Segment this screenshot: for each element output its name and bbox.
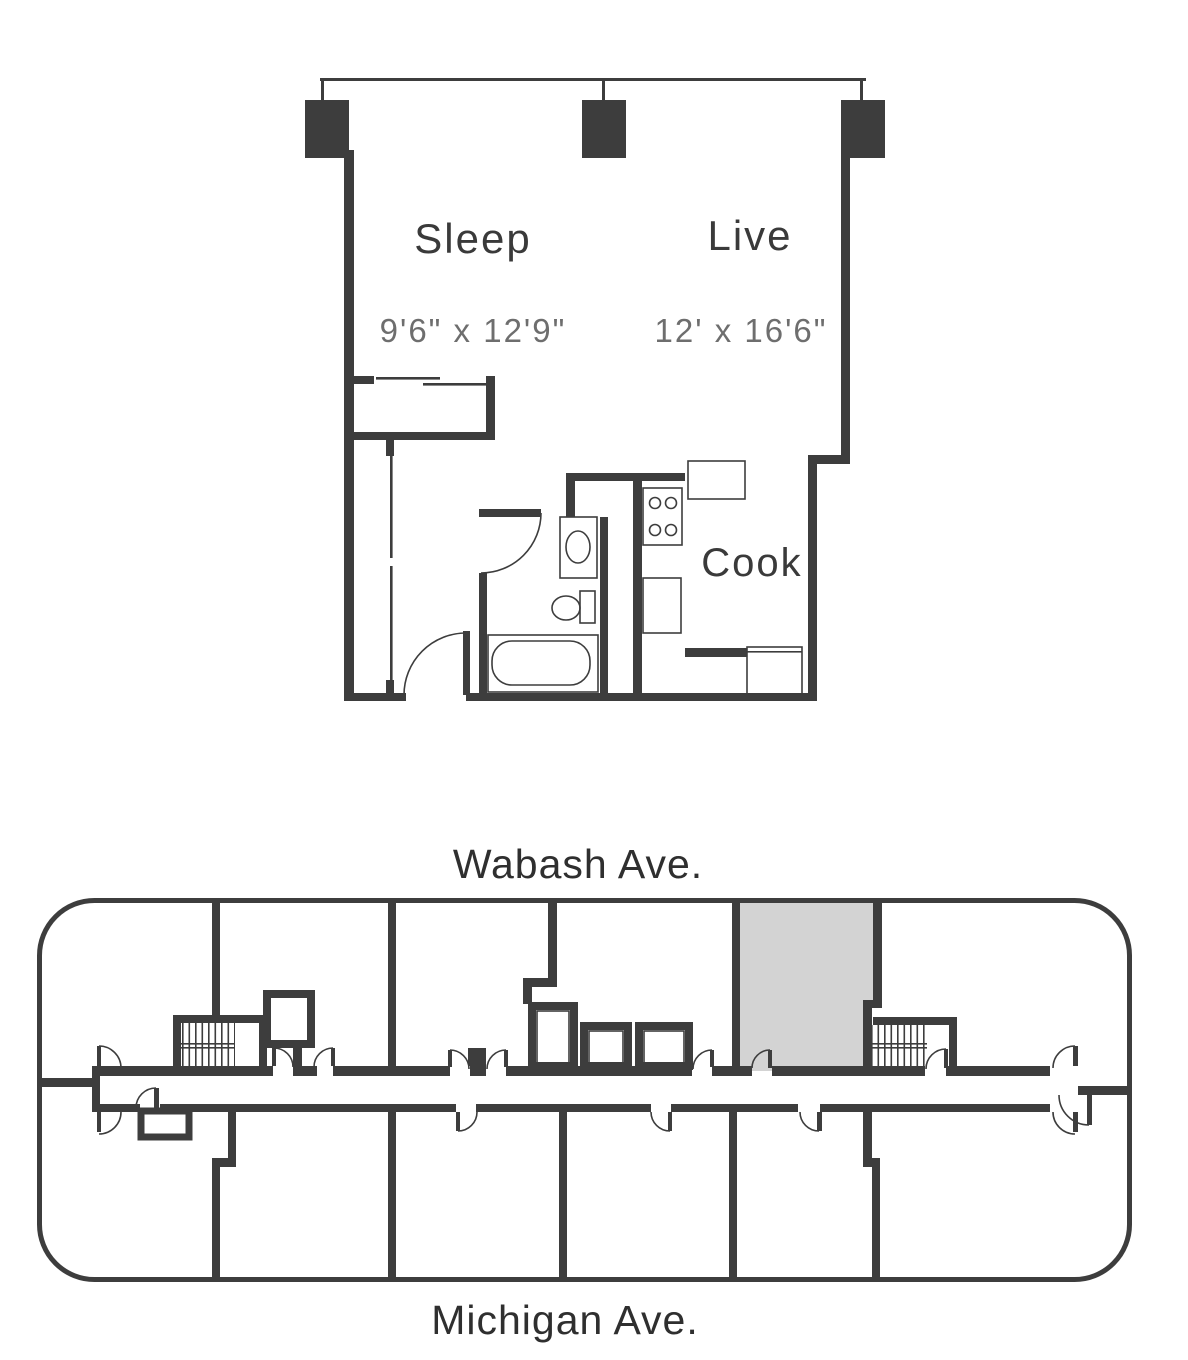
door-swing <box>1052 1045 1076 1069</box>
window-wall-line <box>320 78 866 81</box>
highlighted-unit-left-wall <box>732 903 740 1076</box>
door-swing <box>650 1111 671 1132</box>
elevator-shaft <box>528 1002 578 1070</box>
stove <box>642 487 683 546</box>
michigan-ave-label: Michigan Ave. <box>431 1297 699 1343</box>
elevator-shaft <box>580 1022 632 1070</box>
unit-divider <box>212 903 220 1016</box>
building-outline <box>37 898 1132 1282</box>
mech-room <box>263 990 315 1048</box>
highlighted-unit <box>740 903 873 1071</box>
unit-divider <box>863 1112 872 1164</box>
live-label: Live <box>707 212 792 259</box>
entry-door-swing <box>403 632 467 696</box>
vanity <box>559 516 598 579</box>
door-swing <box>925 1048 947 1070</box>
column <box>305 100 349 158</box>
wabash-ave-label: Wabash Ave. <box>453 841 703 887</box>
cook-label: Cook <box>701 541 802 585</box>
door-swing <box>799 1111 820 1132</box>
unit-divider <box>388 903 396 1076</box>
door-swing <box>273 1047 294 1068</box>
unit-divider <box>388 1112 396 1280</box>
door-swing <box>1052 1111 1076 1135</box>
door-swing <box>98 1045 122 1069</box>
burner <box>664 523 678 537</box>
unit-right-wall-upper <box>841 150 850 463</box>
bathroom-left-wall <box>479 573 487 693</box>
burner <box>648 523 662 537</box>
building-key-plan: Wabash Ave. Michigan Ave. <box>37 841 1132 1343</box>
unit-divider <box>559 1112 567 1280</box>
door-swing <box>135 1087 157 1109</box>
door-swing <box>313 1047 334 1068</box>
unit-divider <box>729 1112 737 1280</box>
door-swing <box>98 1111 122 1135</box>
door-swing <box>457 1111 478 1132</box>
highlighted-unit-right-wall <box>873 903 882 1003</box>
left-stairs <box>181 1023 235 1067</box>
lower-counter <box>746 646 803 695</box>
corridor-upper-wall <box>100 1048 1050 1076</box>
kitchen-counter <box>642 577 682 634</box>
hall-closet-door <box>390 566 393 680</box>
door-swing <box>486 1049 507 1070</box>
entry-door-leaf <box>463 631 470 695</box>
unit-divider <box>548 903 557 983</box>
kitchen-left-wall <box>633 473 642 695</box>
unit-bottom-wall <box>344 693 406 701</box>
bathroom-door-swing <box>480 512 542 574</box>
corridor-lower-wall <box>100 1104 1050 1112</box>
burner <box>648 496 662 510</box>
kitchen-top-wall <box>566 473 685 481</box>
bathroom-right-wall <box>600 517 608 695</box>
unit-right-wall-lower <box>808 455 817 701</box>
door-swing <box>449 1049 470 1070</box>
refrigerator <box>687 460 746 500</box>
sink-basin <box>565 530 591 564</box>
closet-sliding-door <box>423 383 487 386</box>
sleep-dimensions: 9'6" x 12'9" <box>380 312 567 349</box>
toilet-bowl <box>551 595 581 621</box>
door-swing <box>692 1049 713 1070</box>
small-room <box>137 1107 193 1141</box>
burner <box>664 496 678 510</box>
bathroom-top-wall <box>479 509 541 517</box>
bathtub-basin <box>491 640 591 686</box>
highlighted-unit-door-swing <box>751 1049 771 1069</box>
column <box>582 100 626 158</box>
highlighted-unit-door-leaf <box>768 1050 772 1068</box>
sleep-label: Sleep <box>414 215 531 262</box>
door-swing <box>1058 1094 1090 1126</box>
elevator-shaft <box>635 1022 693 1070</box>
right-stairs <box>872 1025 927 1066</box>
unit-divider <box>228 1112 236 1164</box>
column <box>841 100 885 158</box>
unit-plan: Sleep 9'6" x 12'9" Live 12' x 16'6" Cook <box>305 78 885 701</box>
live-dimensions: 12' x 16'6" <box>655 312 828 349</box>
hall-closet-door <box>390 456 393 558</box>
bathtub <box>487 634 599 693</box>
toilet-tank <box>579 590 596 624</box>
unit-left-wall <box>344 150 354 701</box>
closet-sliding-door <box>376 377 440 380</box>
